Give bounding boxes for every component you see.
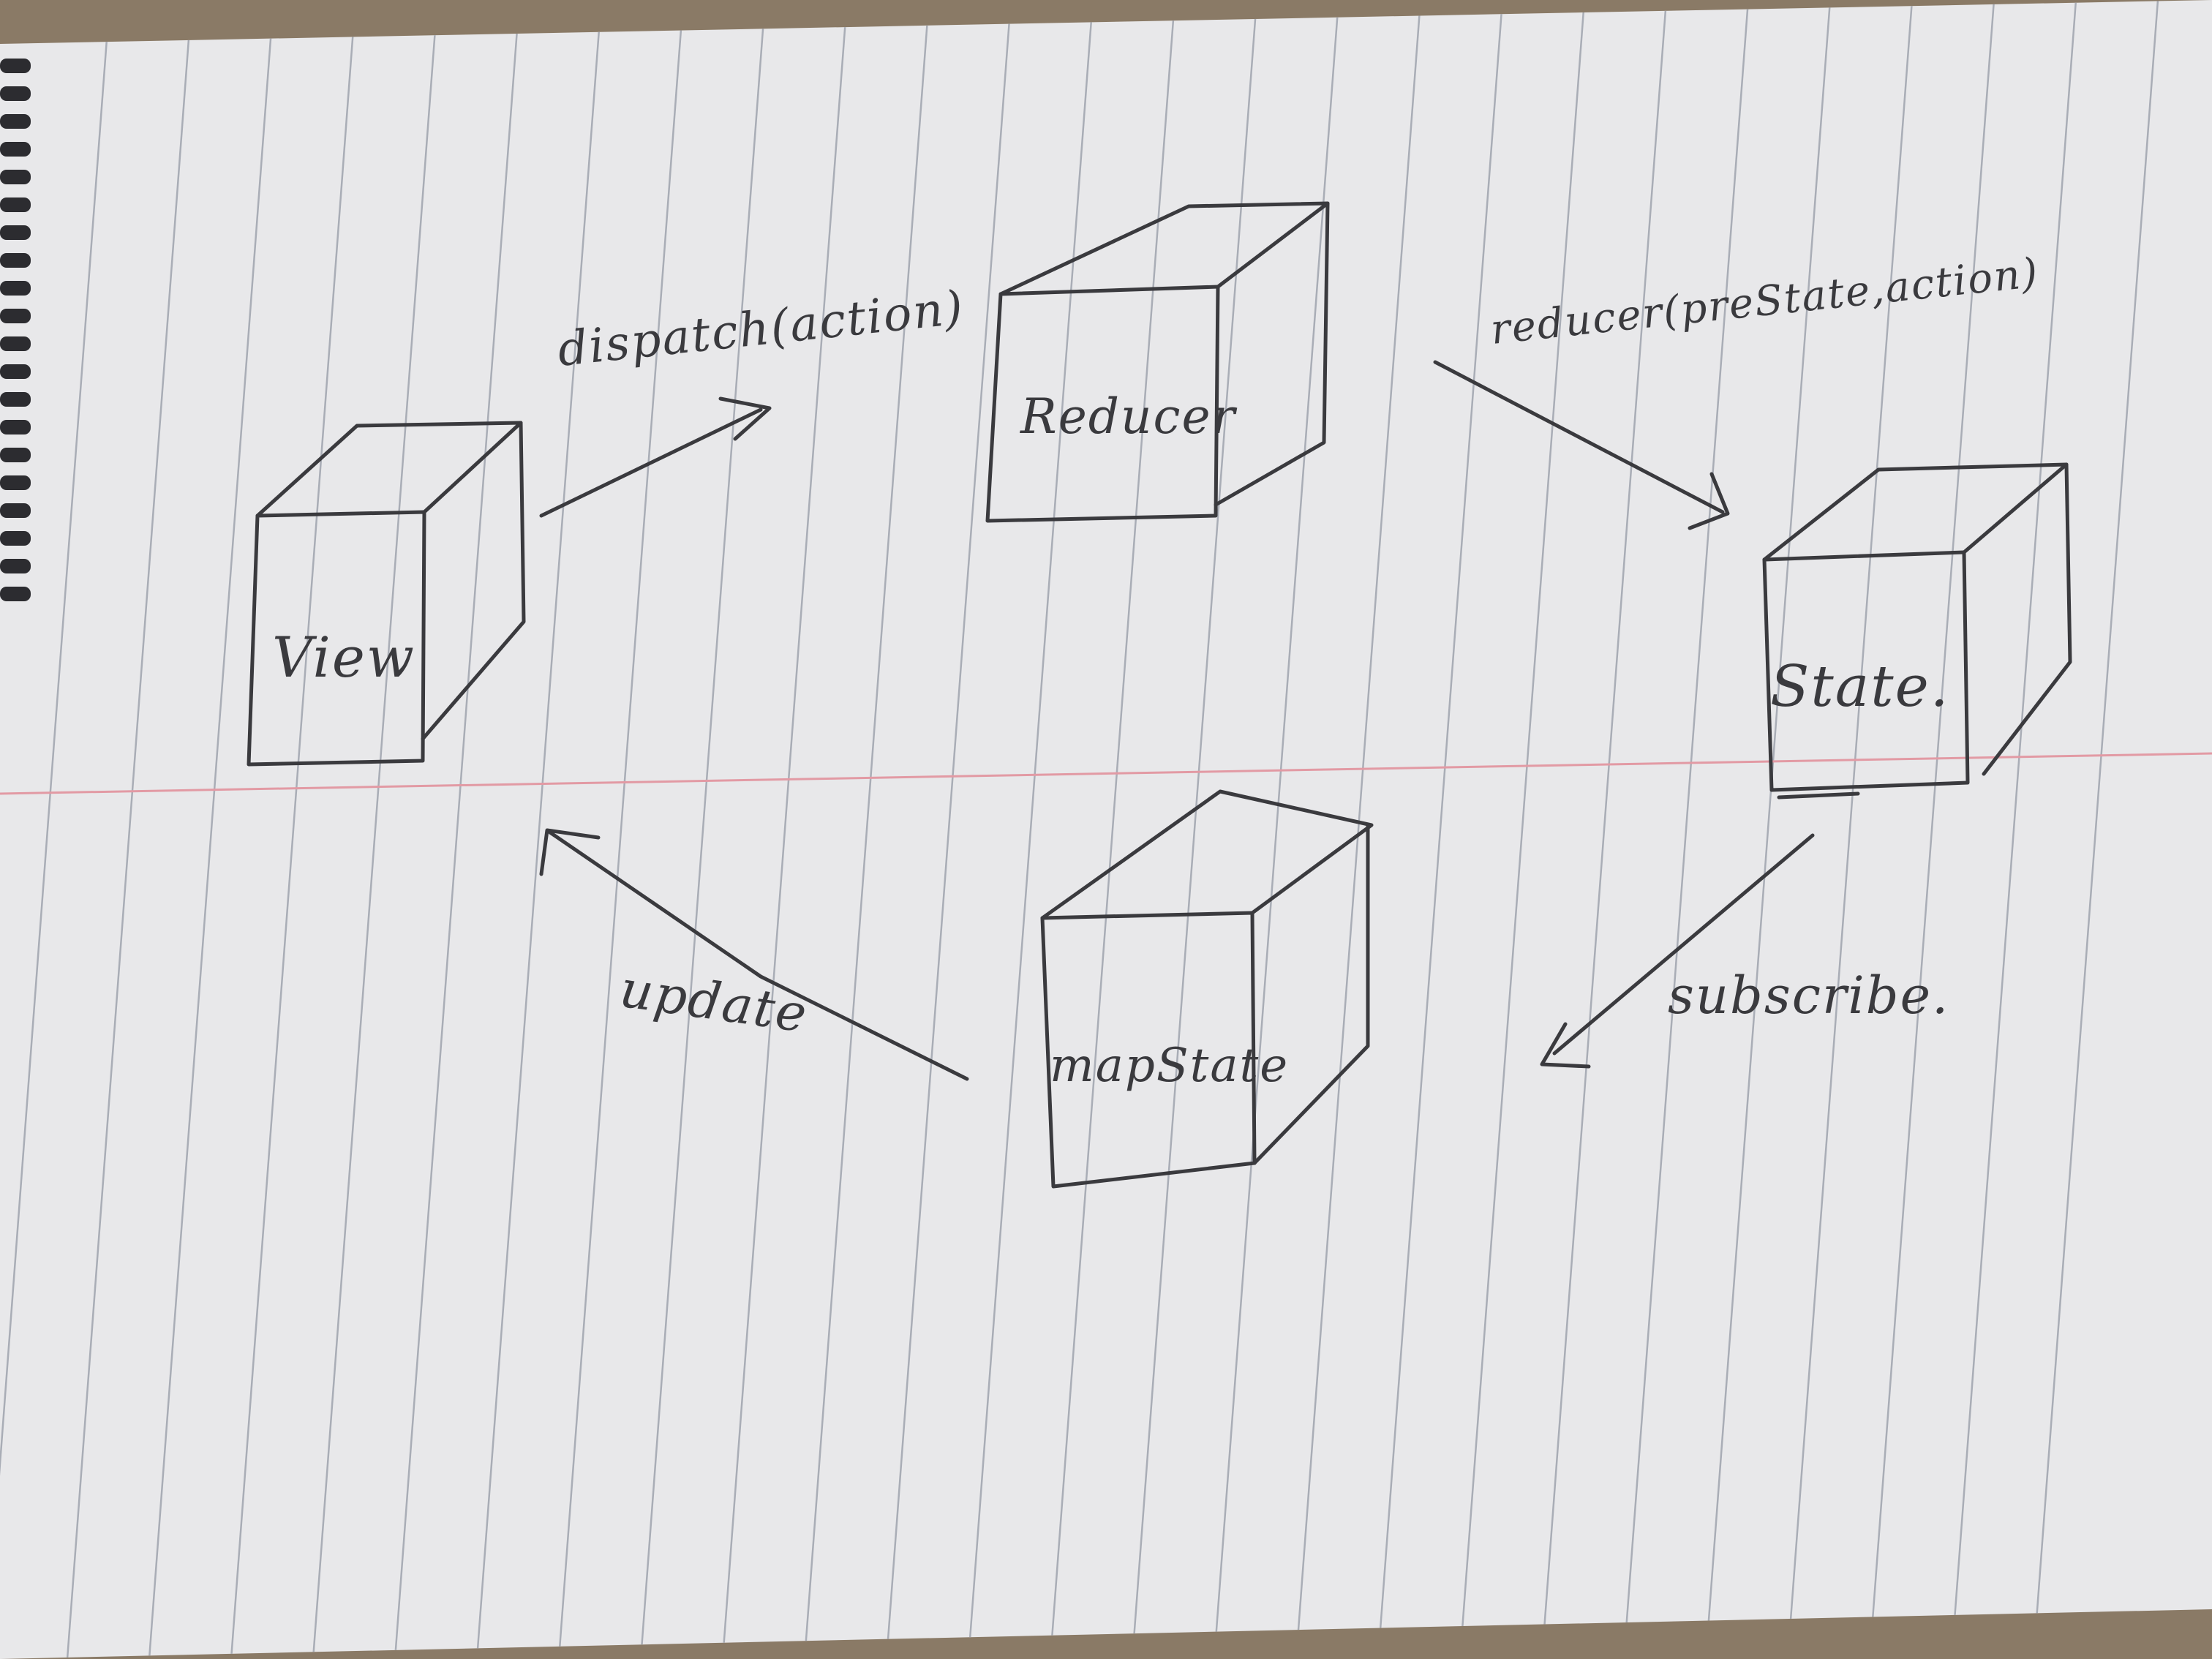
- node-view: View: [247, 421, 526, 767]
- edge-label-subscribe: subscribe.: [1668, 966, 1949, 1026]
- ruled-line: [885, 0, 1012, 1659]
- ruled-line: [148, 0, 275, 1659]
- edge-reduce-line: [1433, 360, 1725, 514]
- ruled-line: [639, 0, 767, 1659]
- reducer-cube-front: [985, 285, 1220, 523]
- spiral-ring: [0, 281, 31, 296]
- node-label-state: State.: [1770, 654, 1950, 720]
- ruled-line: [1704, 0, 1832, 1659]
- node-label-view: View: [272, 625, 415, 690]
- ruled-line: [967, 0, 1094, 1659]
- mapstate-cube-side: [1252, 823, 1370, 1165]
- edge-update-arrowhead: [539, 828, 601, 876]
- ruled-line: [1950, 0, 2077, 1659]
- view-cube-top: [255, 421, 523, 518]
- spiral-ring: [0, 253, 31, 268]
- node-label-reducer: Reducer: [1020, 388, 1238, 445]
- edge-subscribe: subscribe.: [1540, 833, 1949, 1069]
- edge-dispatch-arrowhead: [718, 396, 772, 441]
- spiral-ring: [0, 448, 31, 462]
- margin-line: [0, 752, 2212, 795]
- mapstate-cube-top: [1040, 789, 1374, 920]
- ruled-line: [1295, 0, 1422, 1659]
- spiral-ring: [0, 59, 31, 73]
- ruled-line: [1786, 0, 1914, 1659]
- ruled-line: [2032, 0, 2159, 1659]
- spiral-ring: [0, 142, 31, 157]
- view-cube-front: [247, 510, 426, 767]
- node-reducer: Reducer: [985, 201, 1330, 523]
- node-label-mapstate: mapState: [1050, 1039, 1289, 1093]
- spiral-ring: [0, 114, 31, 129]
- ruled-line: [312, 0, 439, 1659]
- state-cube-front: [1762, 550, 1970, 792]
- state-cube-top: [1762, 462, 2069, 562]
- spiral-ring: [0, 503, 31, 518]
- ruled-line: [66, 0, 193, 1659]
- spiral-ring: [0, 198, 31, 212]
- spiral-ring: [0, 170, 31, 184]
- ruled-line: [721, 0, 849, 1659]
- spiral-ring: [0, 309, 31, 323]
- reducer-cube-top: [998, 201, 1330, 296]
- spiral-ring: [0, 531, 31, 546]
- reducer-cube-side: [1214, 201, 1330, 507]
- spiral-ring: [0, 392, 31, 407]
- state-cube-side: [1982, 462, 2072, 776]
- spiral-ring: [0, 86, 31, 101]
- state-cube-back-edge: [1777, 791, 1860, 800]
- ruled-lines: [0, 0, 2159, 1659]
- node-mapstate: mapState: [1040, 789, 1374, 1189]
- ruled-line: [1213, 0, 1340, 1659]
- ruled-line: [394, 0, 521, 1659]
- spiral-ring: [0, 475, 31, 490]
- edge-dispatch-line: [539, 407, 763, 518]
- ruled-line: [1377, 0, 1504, 1659]
- spiral-ring: [0, 559, 31, 573]
- edge-reduce-arrowhead: [1688, 472, 1730, 530]
- ruled-line: [230, 0, 357, 1659]
- spiral-ring: [0, 587, 31, 601]
- ruled-line: [1868, 0, 1995, 1659]
- ruled-line: [1131, 0, 1258, 1659]
- ruled-line: [803, 0, 930, 1659]
- edge-update-line: [548, 830, 969, 1081]
- spiral-ring: [0, 420, 31, 434]
- ruled-line: [557, 0, 685, 1659]
- ruled-line: [1459, 0, 1586, 1659]
- edge-subscribe-line: [1552, 833, 1815, 1056]
- edge-subscribe-arrowhead: [1540, 1022, 1591, 1069]
- spiral-binding: [0, 59, 31, 601]
- ruled-line: [1540, 0, 1668, 1659]
- ruled-line: [475, 0, 603, 1659]
- view-cube-side: [421, 421, 526, 741]
- spiral-ring: [0, 336, 31, 351]
- ruled-line: [0, 0, 111, 1659]
- ruled-line: [1049, 0, 1176, 1659]
- spiral-ring: [0, 225, 31, 240]
- node-state: State.: [1762, 462, 2072, 800]
- spiral-ring: [0, 364, 31, 379]
- ruled-line: [1622, 0, 1750, 1659]
